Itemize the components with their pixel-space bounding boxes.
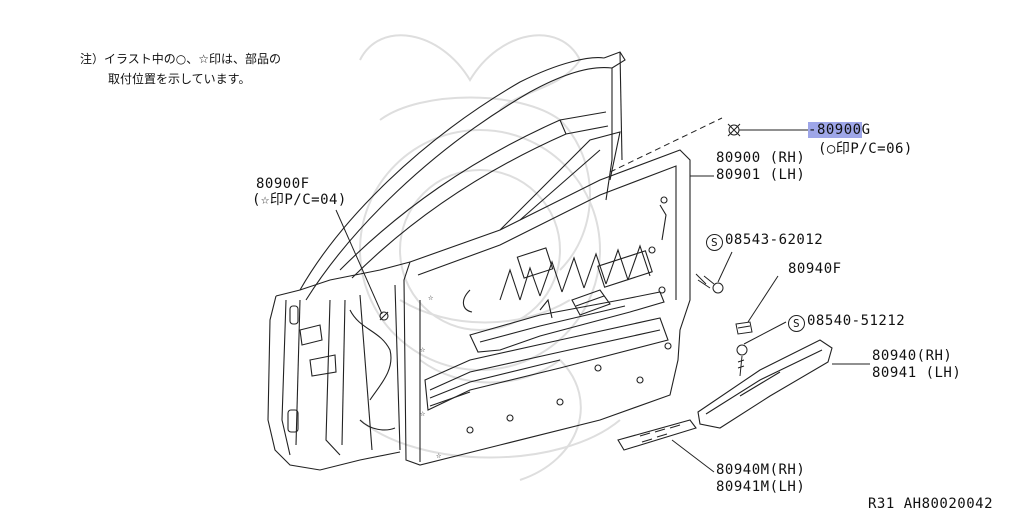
screw2-number: 08540-51212 [807, 313, 906, 329]
part-label-80900f: 80900F [256, 176, 310, 192]
label-prefix: - [808, 122, 817, 138]
svg-text:☆: ☆ [420, 345, 426, 355]
screw1-number: 08543-62012 [725, 232, 824, 248]
label-suffix: G [861, 122, 871, 138]
armrest-part [697, 339, 833, 429]
door-trim-panel: ☆ ☆ ☆ ☆ [379, 131, 691, 466]
screw-icon [695, 273, 724, 294]
door-frame [267, 51, 626, 471]
svg-text:☆: ☆ [420, 409, 426, 419]
part-label-80900-rh: 80900 (RH) [716, 150, 806, 166]
label-highlight: 80900 [816, 122, 862, 138]
clip-80900g-icon [727, 123, 741, 137]
note-line-2: 取付位置を示しています。 [108, 72, 251, 86]
diagram-code: R31 AH80020042 [868, 496, 994, 512]
s-symbol-icon: S [706, 234, 723, 251]
screw2-icon [736, 344, 748, 377]
part-label-80940-rh: 80940(RH) [872, 348, 953, 364]
part-label-80941m-lh: 80941M(LH) [716, 479, 806, 495]
part-label-80941-lh: 80941 (LH) [872, 365, 962, 381]
s-symbol-icon: S [788, 315, 805, 332]
svg-text:☆: ☆ [436, 451, 442, 461]
part-label-80900f-pc: (☆印P/C=04) [252, 192, 347, 208]
note-line-1: 注）イラスト中の○、☆印は、部品の [80, 52, 281, 66]
part-label-80900g-pc: (○印P/C=06) [818, 141, 913, 157]
svg-text:☆: ☆ [428, 293, 434, 303]
leader-lines [335, 117, 870, 473]
part-label-80900g: -80900G [808, 122, 871, 138]
switch-bezel-part [617, 419, 697, 451]
clip-80940f-icon [735, 321, 753, 335]
part-label-80940m-rh: 80940M(RH) [716, 462, 806, 478]
part-label-80940f: 80940F [788, 261, 842, 277]
part-label-80901-lh: 80901 (LH) [716, 167, 806, 183]
